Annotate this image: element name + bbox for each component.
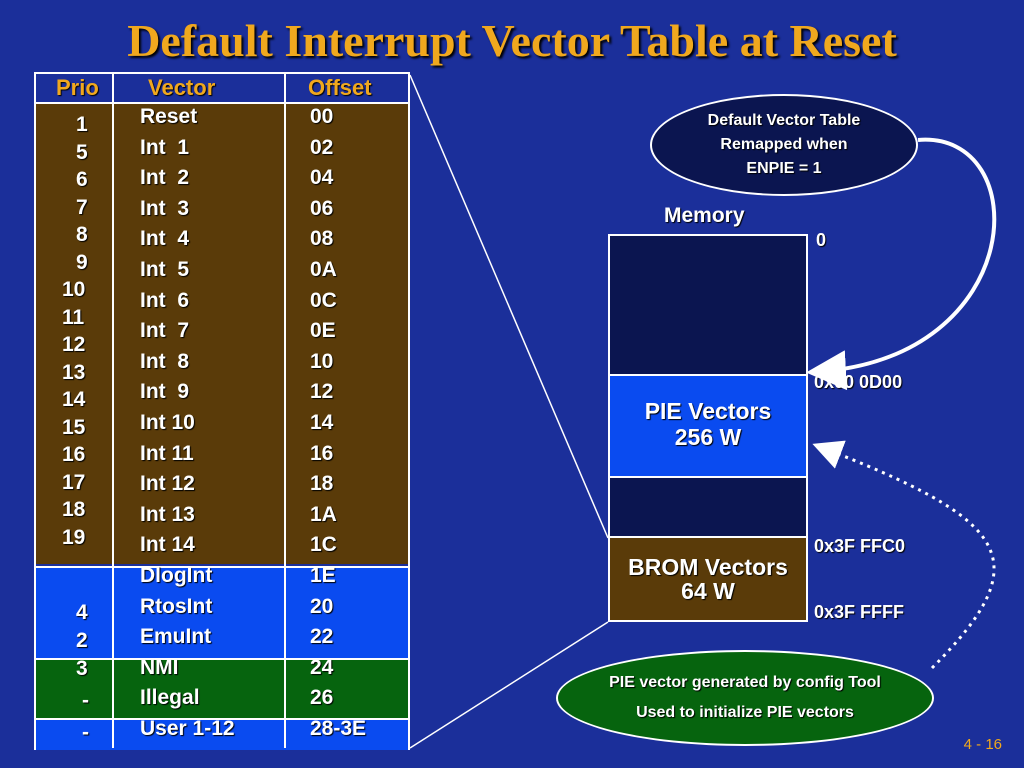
vector-cell: Int 2 xyxy=(140,166,190,190)
memory-block-top xyxy=(608,234,808,376)
vector-cell: Int 12 xyxy=(140,472,195,496)
vector-cell: DlogInt xyxy=(140,564,213,587)
prio-cell: 10 xyxy=(62,278,86,301)
offset-cell: 16 xyxy=(310,441,334,465)
offset-cell: 1A xyxy=(310,502,337,526)
offset-cell: 12 xyxy=(310,380,334,404)
prio-cell: 17 xyxy=(62,470,86,494)
prio-cell: 18 xyxy=(62,498,86,521)
offset-cell: 22 xyxy=(310,625,334,649)
green-band xyxy=(36,658,408,720)
offset-cell: 18 xyxy=(310,472,334,496)
offset-cell: 08 xyxy=(310,227,334,251)
vector-cell: Int 11 xyxy=(140,441,194,465)
blue-band xyxy=(36,566,408,660)
prio-cell: 1 xyxy=(76,113,88,136)
offset-cell: 26 xyxy=(310,686,334,710)
vector-cell: NMI xyxy=(140,655,179,679)
offset-cell: 24 xyxy=(310,655,334,679)
prio-cell: 8 xyxy=(76,223,88,246)
remap-note-line: ENPIE = 1 xyxy=(746,160,822,177)
prio-cell: 9 xyxy=(76,250,88,274)
offset-cell: 04 xyxy=(310,166,334,190)
column-divider xyxy=(284,74,286,748)
remap-note-line: Default Vector Table xyxy=(707,112,861,129)
vector-cell: Reset xyxy=(140,105,198,128)
offset-cell: 0C xyxy=(310,288,337,312)
prio-cell: - xyxy=(82,721,89,744)
user-band xyxy=(36,718,408,750)
offset-cell: 06 xyxy=(310,196,334,220)
vector-cell: EmuInt xyxy=(140,625,212,649)
vector-cell: Int 3 xyxy=(140,196,190,220)
init-arrow xyxy=(812,440,996,670)
prio-cell: 15 xyxy=(62,415,86,439)
prio-cell: 7 xyxy=(76,195,88,219)
prio-cell: 2 xyxy=(76,629,88,652)
prio-cell: 4 xyxy=(76,601,88,624)
vector-cell: Illegal xyxy=(140,686,200,710)
offset-cell: 10 xyxy=(310,349,334,373)
vector-cell: Int 5 xyxy=(140,258,190,281)
address-brom: 0x3F FFC0 xyxy=(814,536,906,556)
vector-cell: Int 9 xyxy=(140,380,190,404)
prio-cell: 6 xyxy=(76,168,88,191)
pie-vectors-size: 256 W xyxy=(674,424,742,450)
prio-cell: 5 xyxy=(76,140,88,164)
pie-init-note-line: Used to initialize PIE vectors xyxy=(636,704,854,721)
prio-cell: 11 xyxy=(62,305,85,329)
header-offset: Offset xyxy=(308,75,372,100)
page-title: Default Interrupt Vector Table at Reset xyxy=(127,15,897,66)
brom-vectors-label: BROM Vectors xyxy=(628,554,788,580)
vector-cell: Int 4 xyxy=(140,227,190,251)
page-number: 4 - 16 xyxy=(963,736,1002,753)
remap-arrow xyxy=(806,137,997,391)
remap-note-oval: Default Vector Table Remapped when ENPIE… xyxy=(650,94,918,196)
pie-vectors-label: PIE Vectors xyxy=(644,398,772,424)
table-header: Prio Vector Offset xyxy=(36,74,408,104)
address-0: 0 xyxy=(816,230,827,250)
prio-cell: 14 xyxy=(62,388,86,411)
header-prio: Prio xyxy=(56,75,99,100)
vector-cell: Int 7 xyxy=(140,319,190,343)
remap-note-line: Remapped when xyxy=(720,136,848,153)
column-divider xyxy=(112,74,114,748)
offset-cell: 20 xyxy=(310,594,334,618)
memory-label: Memory xyxy=(664,204,745,227)
pie-init-note-line: PIE vector generated by config Tool xyxy=(609,674,881,691)
prio-cell: 13 xyxy=(62,360,86,384)
vector-cell: Int 8 xyxy=(140,349,190,373)
zoom-line-bottom xyxy=(409,621,609,749)
vector-cell: User 1-12 xyxy=(140,717,235,740)
prio-cell: 16 xyxy=(62,443,86,466)
vector-cell: Int 10 xyxy=(140,411,195,434)
offset-cell: 00 xyxy=(310,105,334,128)
prio-cell: 3 xyxy=(76,657,88,680)
address-end: 0x3F FFFF xyxy=(814,602,905,622)
vector-cell: RtosInt xyxy=(140,594,213,618)
brown-band xyxy=(36,104,408,564)
offset-cell: 02 xyxy=(310,135,334,159)
brom-vectors-size: 64 W xyxy=(681,578,735,604)
offset-cell: 1E xyxy=(310,564,336,587)
vector-cell: Int 6 xyxy=(140,288,190,312)
prio-cell: 12 xyxy=(62,333,86,356)
prio-cell: 19 xyxy=(62,525,86,549)
offset-cell: 28-3E xyxy=(310,717,367,740)
offset-cell: 14 xyxy=(310,411,334,434)
header-vector: Vector xyxy=(148,75,216,100)
prio-cell: - xyxy=(82,689,89,712)
vector-cell: Int 13 xyxy=(140,502,195,526)
vector-cell: Int 14 xyxy=(140,533,195,557)
offset-cell: 0E xyxy=(310,319,336,343)
offset-cell: 1C xyxy=(310,533,337,557)
brom-vectors-block: BROM Vectors 64 W xyxy=(608,536,808,622)
vector-cell: Int 1 xyxy=(140,135,190,159)
pie-init-note-oval: PIE vector generated by config Tool Used… xyxy=(556,650,934,746)
offset-cell: 0A xyxy=(310,258,337,281)
zoom-line-top xyxy=(409,74,609,539)
